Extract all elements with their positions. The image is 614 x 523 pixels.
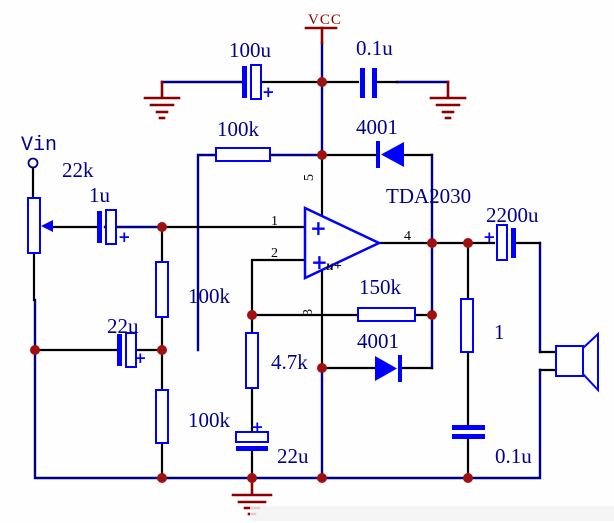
resistor-1ohm bbox=[460, 298, 474, 353]
pin-numbers: 1 2 4 5 3 bbox=[271, 174, 411, 316]
cap-0.1u-zobel-label: 0.1u bbox=[495, 444, 532, 468]
resistor-100k-lower-label: 100k bbox=[188, 408, 231, 432]
junction-dot bbox=[157, 473, 167, 483]
capacitor-1u bbox=[97, 209, 117, 245]
cap-1u-label: 1u bbox=[89, 183, 111, 207]
junction-dot bbox=[30, 345, 40, 355]
opamp-triangle bbox=[303, 206, 382, 280]
junction-dot bbox=[317, 473, 327, 483]
pin-3-label: 3 bbox=[301, 309, 316, 316]
plus-mark-2200u: + bbox=[483, 228, 496, 246]
speaker-icon bbox=[555, 331, 599, 393]
resistor-150k-label: 150k bbox=[359, 275, 402, 299]
junction-dot bbox=[247, 310, 257, 320]
diode-4001-bottom bbox=[375, 355, 402, 382]
resistor-4.7k-label: 4.7k bbox=[271, 350, 308, 374]
ground-icon bbox=[143, 80, 181, 120]
components bbox=[27, 64, 599, 451]
vin-label: Vin bbox=[21, 134, 57, 157]
junction-dot bbox=[317, 150, 327, 160]
cap-0.1u-top-label: 0.1u bbox=[356, 36, 393, 60]
cap-2200u-label: 2200u bbox=[486, 203, 539, 227]
pin-2-label: 2 bbox=[271, 246, 278, 261]
ground-icon bbox=[429, 80, 467, 120]
pin-4-label: 4 bbox=[404, 229, 411, 244]
junction-dot bbox=[427, 238, 437, 248]
diode-4001-top bbox=[376, 141, 404, 168]
labels: VCC 100u 0.1u 100k 4001 TDA2030 Vin 22k … bbox=[21, 12, 539, 468]
diode-bottom-label: 4001 bbox=[357, 329, 399, 353]
opamp-inv-plus-mark: + bbox=[311, 250, 328, 274]
pot-22k-label: 22k bbox=[62, 158, 94, 182]
capacitor-100u bbox=[242, 64, 262, 100]
power-ground-symbols bbox=[143, 26, 467, 516]
junction-dot bbox=[317, 77, 327, 87]
pin-5-label: 5 bbox=[302, 174, 317, 181]
resistor-150k bbox=[357, 307, 416, 322]
junction-dot bbox=[317, 363, 327, 373]
resistor-100k-bias-upper bbox=[155, 261, 169, 318]
wire-ground-rail bbox=[33, 298, 542, 480]
resistor-100k-top-label: 100k bbox=[217, 117, 260, 141]
plus-mark-22u-bias: + bbox=[134, 349, 147, 367]
ic-part-label: TDA2030 bbox=[386, 184, 471, 208]
junction-dot bbox=[463, 473, 473, 483]
wire-feedback bbox=[196, 153, 218, 352]
junction-dot bbox=[157, 222, 167, 232]
resistor-100k-bias-lower bbox=[155, 389, 169, 444]
diode-top-label: 4001 bbox=[356, 115, 398, 139]
capacitor-2200u bbox=[496, 224, 516, 261]
resistor-4.7k bbox=[245, 332, 259, 389]
capacitor-0.1u-zobel bbox=[452, 425, 485, 439]
potentiometer-wiper-arrow-icon bbox=[41, 220, 53, 232]
polarity-marks: + + + + + + + u+ bbox=[118, 83, 496, 436]
vcc-label: VCC bbox=[308, 12, 342, 28]
scan-noise bbox=[250, 506, 614, 521]
junction-dots bbox=[30, 77, 473, 483]
cap-22u-bias-label: 22u bbox=[107, 314, 139, 338]
opamp-artifact-mark: u+ bbox=[326, 259, 342, 274]
pin-1-label: 1 bbox=[271, 214, 278, 229]
junction-dot bbox=[427, 310, 437, 320]
potentiometer-22k-body bbox=[27, 197, 41, 254]
wires-leads bbox=[31, 80, 558, 480]
junction-dot bbox=[157, 345, 167, 355]
capacitor-0.1u-top bbox=[360, 68, 377, 98]
plus-mark-1u: + bbox=[118, 228, 131, 246]
plus-mark-100u: + bbox=[262, 83, 275, 101]
resistor-100k-upper-label: 100k bbox=[188, 284, 231, 308]
vin-terminal-icon bbox=[27, 157, 39, 169]
resistor-100k-top bbox=[215, 147, 271, 162]
junction-dot bbox=[463, 238, 473, 248]
lead-pin2 bbox=[250, 258, 307, 317]
capacitor-22u-feedback bbox=[235, 431, 269, 451]
capacitor-22u-bias bbox=[117, 332, 137, 368]
opamp-noninv-plus-mark: + bbox=[310, 216, 327, 240]
cap-22u-feedback-label: 22u bbox=[277, 444, 309, 468]
wires-routing bbox=[33, 41, 542, 480]
resistor-1ohm-label: 1 bbox=[494, 320, 505, 344]
plus-mark-22u-feedback: + bbox=[251, 418, 264, 436]
cap-100u-label: 100u bbox=[229, 38, 272, 62]
junction-dot bbox=[247, 473, 257, 483]
